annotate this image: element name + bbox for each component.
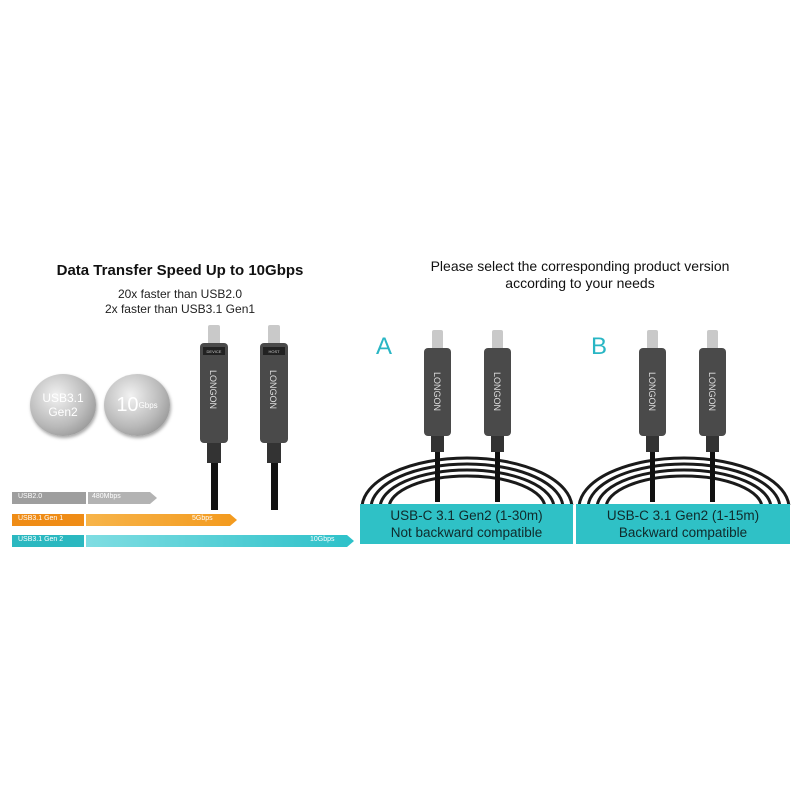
- option-b-letter: B: [591, 333, 608, 360]
- option-a-caption[interactable]: USB-C 3.1 Gen2 (1-30m) Not backward comp…: [360, 504, 573, 544]
- bar-value: 5Gbps: [192, 515, 213, 522]
- badge-gbps: Gbps: [138, 400, 158, 410]
- cable-image-option-b: LONGON LONGON: [577, 330, 791, 505]
- bar-value: 480Mbps: [92, 493, 121, 500]
- svg-text:LONGON: LONGON: [208, 370, 218, 409]
- bar-label: USB2.0: [18, 493, 43, 500]
- bar-value: 10Gbps: [310, 536, 335, 543]
- cable-connector-host-icon: HOST LONGON: [260, 325, 288, 510]
- svg-text:LONGON: LONGON: [647, 372, 657, 411]
- speed-subtitle-1: 20x faster than USB2.0: [117, 287, 243, 301]
- cable-image-option-a: LONGON LONGON: [360, 330, 574, 505]
- speed-bar-usb31-gen1: USB3.1 Gen 1 5Gbps: [12, 514, 237, 526]
- option-b-caption[interactable]: USB-C 3.1 Gen2 (1-15m) Backward compatib…: [576, 504, 790, 544]
- speed-bar-usb31-gen2: USB3.1 Gen 2 10Gbps: [12, 535, 354, 547]
- selection-heading-line-1: Please select the corresponding product …: [430, 258, 730, 274]
- option-b-line-1: USB-C 3.1 Gen2 (1-15m): [606, 508, 760, 523]
- badge-usb31: USB3.1: [42, 391, 84, 405]
- bar-label: USB3.1 Gen 1: [18, 515, 64, 522]
- bar-label: USB3.1 Gen 2: [18, 536, 64, 543]
- selection-heading: Please select the corresponding product …: [360, 258, 800, 292]
- usb31-gen2-badge: USB3.1 Gen2: [30, 374, 96, 436]
- svg-text:DEVICE: DEVICE: [207, 349, 222, 354]
- option-a-connector-2-icon: LONGON: [484, 330, 511, 502]
- svg-text:LONGON: LONGON: [492, 372, 502, 411]
- svg-text:LONGON: LONGON: [432, 372, 442, 411]
- svg-text:HOST: HOST: [268, 349, 280, 354]
- cable-connector-device-icon: DEVICE LONGON: [200, 325, 228, 510]
- option-a-line-1: USB-C 3.1 Gen2 (1-30m): [390, 508, 543, 523]
- option-b-connector-1-icon: LONGON: [639, 330, 666, 502]
- selection-heading-line-2: according to your needs: [505, 275, 655, 291]
- option-b-connector-2-icon: LONGON: [699, 330, 726, 502]
- speed-bar-usb20: USB2.0 480Mbps: [12, 492, 157, 504]
- svg-text:LONGON: LONGON: [707, 372, 717, 411]
- cable-pair-left: DEVICE LONGON HOST LONGON: [200, 325, 288, 510]
- option-a-line-2: Not backward compatible: [390, 525, 543, 540]
- option-a-connector-1-icon: LONGON: [424, 330, 451, 502]
- speed-title: Data Transfer Speed Up to 10Gbps: [56, 262, 304, 279]
- svg-text:LONGON: LONGON: [268, 370, 278, 409]
- option-a-letter: A: [376, 333, 393, 360]
- option-b-line-2: Backward compatible: [618, 525, 748, 540]
- badge-10: 10: [116, 393, 139, 416]
- speed-subtitle-2: 2x faster than USB3.1 Gen1: [104, 302, 256, 316]
- badge-gen2: Gen2: [48, 405, 78, 419]
